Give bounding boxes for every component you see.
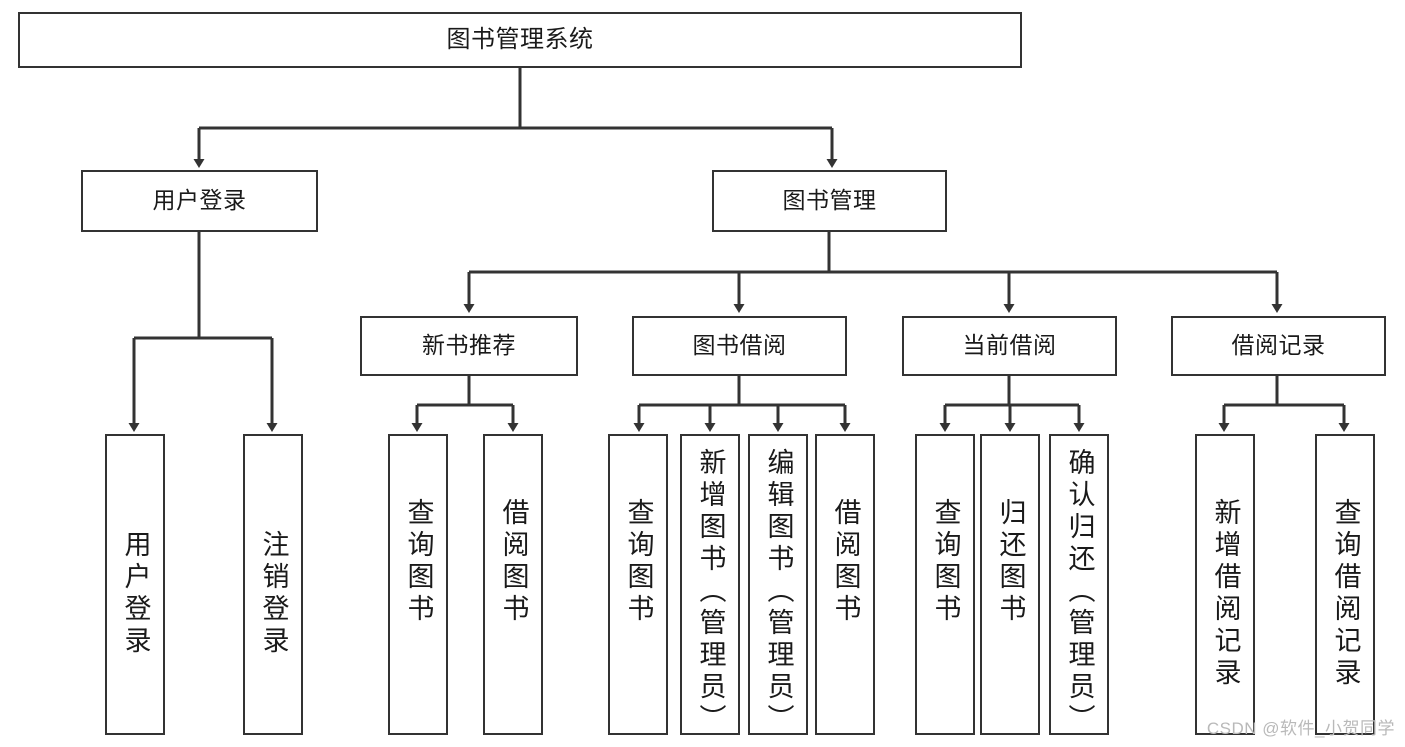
node-label: 借阅记录 (1231, 332, 1326, 359)
node-label: 借阅图书 (498, 498, 529, 626)
node-label: 编辑图书（管理员） (763, 448, 794, 736)
node-label: 新增借阅记录 (1210, 498, 1241, 690)
watermark-text: CSDN @软件_小贺同学 (1206, 719, 1395, 738)
node-label: 图书借阅 (692, 332, 787, 359)
leaf-new-book-borrow-books[interactable]: 借阅图书 (483, 434, 543, 735)
node-label: 图书管理系统 (446, 25, 594, 53)
leaf-user-login-logout[interactable]: 注销登录 (243, 434, 303, 735)
node-root-book-management-system[interactable]: 图书管理系统 (18, 12, 1022, 68)
node-label: 当前借阅 (962, 332, 1057, 359)
leaf-borrow-query-books[interactable]: 查询图书 (608, 434, 668, 735)
leaf-record-add-borrow-record[interactable]: 新增借阅记录 (1195, 434, 1255, 735)
node-book-borrow[interactable]: 图书借阅 (632, 316, 847, 376)
leaf-borrow-edit-book-admin[interactable]: 编辑图书（管理员） (748, 434, 808, 736)
node-user-login[interactable]: 用户登录 (81, 170, 318, 232)
node-label: 新增图书（管理员） (695, 448, 726, 736)
node-label: 用户登录 (120, 530, 151, 658)
leaf-borrow-add-book-admin[interactable]: 新增图书（管理员） (680, 434, 740, 736)
leaf-current-return-books[interactable]: 归还图书 (980, 434, 1040, 735)
node-label: 确认归还（管理员） (1064, 448, 1095, 736)
node-label: 查询图书 (930, 498, 961, 626)
leaf-current-query-books[interactable]: 查询图书 (915, 434, 975, 735)
node-label: 图书管理 (782, 187, 877, 214)
node-label: 借阅图书 (830, 498, 861, 626)
node-borrow-record[interactable]: 借阅记录 (1171, 316, 1386, 376)
node-label: 查询图书 (403, 498, 434, 626)
leaf-record-query-borrow-record[interactable]: 查询借阅记录 (1315, 434, 1375, 735)
leaf-current-confirm-return-admin[interactable]: 确认归还（管理员） (1049, 434, 1109, 736)
leaf-new-book-query-books[interactable]: 查询图书 (388, 434, 448, 735)
node-label: 查询借阅记录 (1330, 498, 1361, 690)
node-label: 新书推荐 (422, 332, 516, 359)
node-label: 注销登录 (258, 530, 289, 658)
leaf-user-login-login[interactable]: 用户登录 (105, 434, 165, 735)
leaf-borrow-borrow-books[interactable]: 借阅图书 (815, 434, 875, 735)
node-label: 用户登录 (152, 187, 247, 214)
node-label: 查询图书 (623, 498, 654, 626)
node-new-book-recommend[interactable]: 新书推荐 (360, 316, 578, 376)
node-book-management[interactable]: 图书管理 (712, 170, 947, 232)
node-current-borrow[interactable]: 当前借阅 (902, 316, 1117, 376)
node-label: 归还图书 (995, 498, 1026, 626)
